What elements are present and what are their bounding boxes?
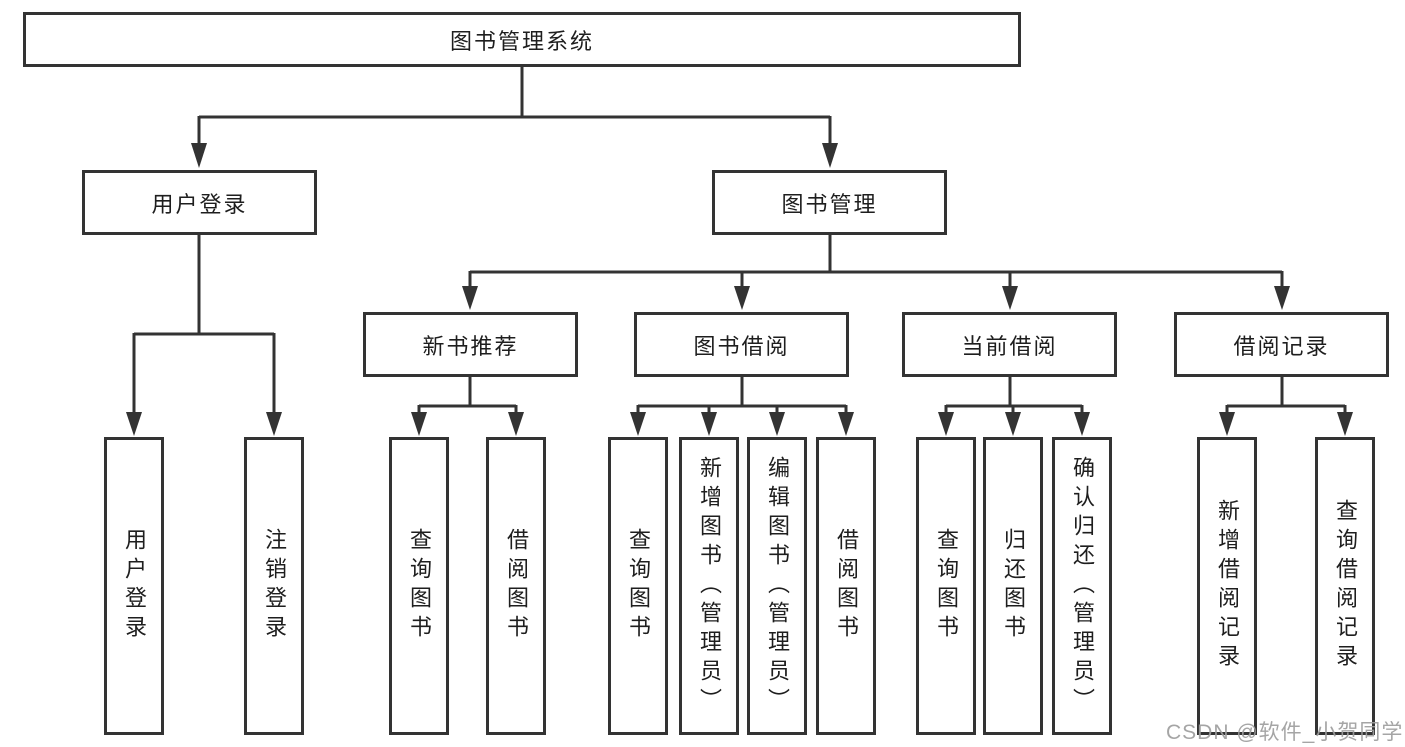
- leaf-query-books-borrowing: 查询图书: [608, 437, 668, 735]
- node-borrowing-records: 借阅记录: [1174, 312, 1389, 377]
- leaf-edit-book-admin: 编辑图书（管理员）: [747, 437, 807, 735]
- node-label: 新增图书（管理员）: [697, 455, 722, 717]
- leaf-add-borrow-record: 新增借阅记录: [1197, 437, 1257, 735]
- leaf-borrow-books-recommend: 借阅图书: [486, 437, 546, 735]
- node-label: 查询图书: [626, 528, 651, 644]
- connector-newbooks-to-leaves: [417, 377, 518, 414]
- node-label: 注销登录: [262, 528, 287, 644]
- node-label: 新增借阅记录: [1215, 499, 1240, 673]
- node-user-login: 用户登录: [82, 170, 317, 235]
- node-label: 用户登录: [151, 191, 248, 217]
- node-label: 借阅图书: [504, 528, 529, 644]
- node-library-management-system: 图书管理系统: [23, 12, 1021, 67]
- connector-userlogin-to-leaves: [132, 235, 276, 414]
- leaf-query-books-current: 查询图书: [916, 437, 976, 735]
- leaf-query-borrow-record: 查询借阅记录: [1315, 437, 1375, 735]
- node-label: 编辑图书（管理员）: [765, 455, 790, 717]
- node-new-book-recommendation: 新书推荐: [363, 312, 578, 377]
- arrowheads-level2: [191, 143, 838, 168]
- node-label: 当前借阅: [961, 333, 1058, 359]
- node-current-borrowing: 当前借阅: [902, 312, 1117, 377]
- leaf-logout: 注销登录: [244, 437, 304, 735]
- leaf-add-book-admin: 新增图书（管理员）: [679, 437, 739, 735]
- node-label: 查询借阅记录: [1333, 499, 1358, 673]
- node-label: 借阅图书: [834, 528, 859, 644]
- node-book-management: 图书管理: [712, 170, 947, 235]
- node-book-borrowing: 图书借阅: [634, 312, 849, 377]
- node-label: 归还图书: [1001, 528, 1026, 644]
- leaf-query-books-recommend: 查询图书: [389, 437, 449, 735]
- connector-bookmgmt-to-level3: [468, 235, 1284, 288]
- leaf-user-login: 用户登录: [104, 437, 164, 735]
- node-label: 新书推荐: [422, 333, 519, 359]
- connector-current-to-leaves: [944, 377, 1084, 414]
- connector-borrowing-to-leaves: [636, 377, 848, 414]
- connector-root-to-level2: [197, 67, 832, 146]
- arrowheads-level3: [462, 286, 1290, 310]
- connector-records-to-leaves: [1225, 377, 1347, 414]
- node-label: 图书借阅: [693, 333, 790, 359]
- leaf-confirm-return-admin: 确认归还（管理员）: [1052, 437, 1112, 735]
- leaf-borrow-books-borrowing: 借阅图书: [816, 437, 876, 735]
- leaf-return-book: 归还图书: [983, 437, 1043, 735]
- arrowheads-leaves: [126, 412, 1353, 436]
- node-label: 查询图书: [934, 528, 959, 644]
- node-label: 图书管理: [781, 191, 878, 217]
- node-label: 用户登录: [122, 528, 147, 644]
- csdn-watermark: CSDN @软件_小贺同学: [1166, 721, 1404, 744]
- node-label: 确认归还（管理员）: [1070, 455, 1095, 717]
- node-label: 查询图书: [407, 528, 432, 644]
- node-label: 借阅记录: [1233, 333, 1330, 359]
- node-label: 图书管理系统: [449, 28, 594, 54]
